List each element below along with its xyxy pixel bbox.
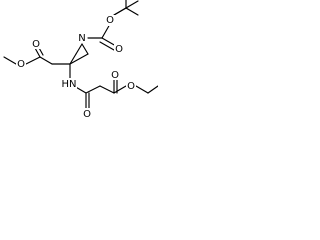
amide-nh-bg: [61, 78, 77, 89]
amide-nh-label: HN: [62, 79, 77, 90]
bond-ethyl-ch2-to-ch3: [147, 85, 158, 94]
boc-ester-oxygen: O: [106, 15, 114, 26]
bond-tbu-oxygen: [113, 7, 127, 16]
amide-carbonyl-oxygen-bg: [82, 108, 92, 119]
bond-ester-oxygen-to-methyl: [3, 56, 17, 65]
ethyl-ester-oxygen-bg: [126, 80, 136, 91]
methyl-ester-oxygen: O: [17, 59, 25, 70]
boc-carbonyl-oxygen: O: [115, 44, 123, 55]
bond-azetidine-n-bottom: [81, 43, 89, 55]
bond-azetidine-right: [69, 53, 89, 65]
bond-malonyl-ch2-to-carbonyl: [99, 85, 115, 94]
bond-ethyl-oxygen-to-ch2: [135, 85, 149, 94]
boc-ester-oxygen-bg: [105, 15, 115, 26]
bond-methyl-carbonyl-left: [34, 47, 41, 58]
bond-azetidine-left: [69, 53, 77, 65]
bond-tbu-methyl-3: [125, 7, 139, 16]
molecule-structure-canvas: O O N O O HN O O O: [0, 0, 158, 138]
bond-boc-carbonyl-lower: [99, 41, 115, 51]
ethyl-carbonyl-oxygen-bg: [110, 69, 120, 80]
ethyl-carbonyl-oxygen: O: [111, 70, 119, 81]
azetidine-nitrogen: N: [78, 33, 85, 44]
bond-carbonyl-to-ethyl-oxygen: [113, 85, 127, 94]
methyl-ester-oxygen-bg: [16, 58, 26, 69]
amide-carbonyl-oxygen: O: [83, 109, 91, 120]
chemical-structure-diagram: O O N O O HN O O O: [3, 0, 158, 120]
bond-ch2-to-carbonyl: [39, 56, 53, 65]
methyl-carbonyl-oxygen: O: [32, 39, 40, 50]
methyl-carbonyl-oxygen-bg: [31, 38, 41, 49]
bond-carbonyl-to-ester-oxygen: [25, 56, 41, 65]
boc-carbonyl-oxygen-bg: [114, 44, 124, 55]
bond-amide-to-malonyl-ch2: [85, 85, 101, 94]
bond-tbu-methyl-2: [125, 0, 139, 9]
bond-boc-oxygen-carbon: [101, 23, 111, 39]
bond-azetidine-n-top: [75, 43, 83, 55]
bond-boc-carbonyl-upper: [101, 37, 117, 47]
azetidine-nitrogen-bg: [77, 32, 87, 43]
ethyl-ester-oxygen: O: [127, 81, 135, 92]
